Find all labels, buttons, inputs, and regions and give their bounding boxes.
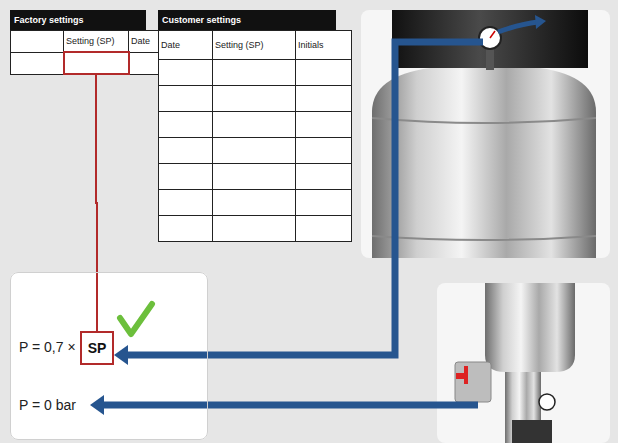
table-cell: Date xyxy=(159,31,213,60)
table-row xyxy=(159,216,352,242)
table-row xyxy=(159,164,352,190)
table-grid: Setting (SP) Date xyxy=(10,30,162,75)
setpoint-box: SP xyxy=(80,331,114,365)
pump-base xyxy=(512,420,552,443)
table-cell xyxy=(159,60,213,86)
column-heading: Date xyxy=(161,40,180,50)
red-handle xyxy=(464,366,468,384)
table-cell xyxy=(213,112,296,138)
formula-text: P = 0,7 × xyxy=(19,339,76,355)
table-cell xyxy=(159,112,213,138)
arrow-head xyxy=(90,395,104,415)
settings-table: Factory settingsSetting (SP)Date xyxy=(10,10,146,75)
table-row xyxy=(159,60,352,86)
table-cell xyxy=(296,112,352,138)
table-cell xyxy=(213,190,296,216)
pressure-line xyxy=(100,402,478,409)
table-cell xyxy=(159,216,213,242)
small-tank xyxy=(485,283,575,372)
table-row: Date Setting (SP) Initials xyxy=(159,31,352,60)
arrow-head xyxy=(114,345,128,365)
table-cell: Date xyxy=(129,31,162,53)
table-cell: Setting (SP) xyxy=(213,31,296,60)
table-cell xyxy=(159,138,213,164)
table-cell xyxy=(213,216,296,242)
table-cell xyxy=(213,138,296,164)
setpoint-link xyxy=(96,75,97,331)
column-heading: Initials xyxy=(298,40,324,50)
table-row: Setting (SP) Date xyxy=(11,31,162,53)
table-cell xyxy=(159,190,213,216)
table-heading: Customer settings xyxy=(158,10,336,30)
gauge-needle xyxy=(490,31,495,38)
column-heading: Date xyxy=(131,36,150,46)
control-box xyxy=(455,362,491,402)
table-cell xyxy=(11,52,64,74)
table-row xyxy=(159,190,352,216)
check-mark xyxy=(120,304,152,334)
table-cell xyxy=(296,138,352,164)
table-row xyxy=(159,138,352,164)
table-cell xyxy=(296,190,352,216)
table-cell xyxy=(159,164,213,190)
table-row xyxy=(159,86,352,112)
formula-text: P = 0 bar xyxy=(19,397,76,413)
table-cell xyxy=(296,86,352,112)
column-heading: Setting (SP) xyxy=(215,40,264,50)
column-heading: Setting (SP) xyxy=(66,36,115,46)
table-cell xyxy=(213,164,296,190)
tank-body xyxy=(372,68,596,258)
table-cell: Setting (SP) xyxy=(64,31,129,53)
settings-table: Customer settingsDate Setting (SP) Initial… xyxy=(158,10,336,242)
tank-seam xyxy=(372,236,596,240)
tank-seam xyxy=(372,118,596,123)
footnote-mark: * xyxy=(549,12,554,26)
arrow-head xyxy=(535,15,546,29)
photo-panel xyxy=(437,283,610,443)
table-cell xyxy=(11,31,64,53)
table-cell xyxy=(64,52,129,74)
table-row xyxy=(159,112,352,138)
outlet-arrow xyxy=(498,22,538,32)
table-cell: Initials xyxy=(296,31,352,60)
table-cell xyxy=(159,86,213,112)
setpoint-text: SP xyxy=(88,340,107,356)
formula-panel: P = 0,7 × P = 0 bar SP xyxy=(10,272,208,440)
table-grid: Date Setting (SP) Initials xyxy=(158,30,352,242)
table-cell xyxy=(213,86,296,112)
pressure-gauge xyxy=(539,394,555,410)
table-cell xyxy=(213,60,296,86)
table-cell xyxy=(296,60,352,86)
table-cell xyxy=(129,52,162,74)
table-cell xyxy=(296,216,352,242)
table-row xyxy=(11,52,162,74)
table-heading: Factory settings xyxy=(10,10,146,30)
table-cell xyxy=(296,164,352,190)
